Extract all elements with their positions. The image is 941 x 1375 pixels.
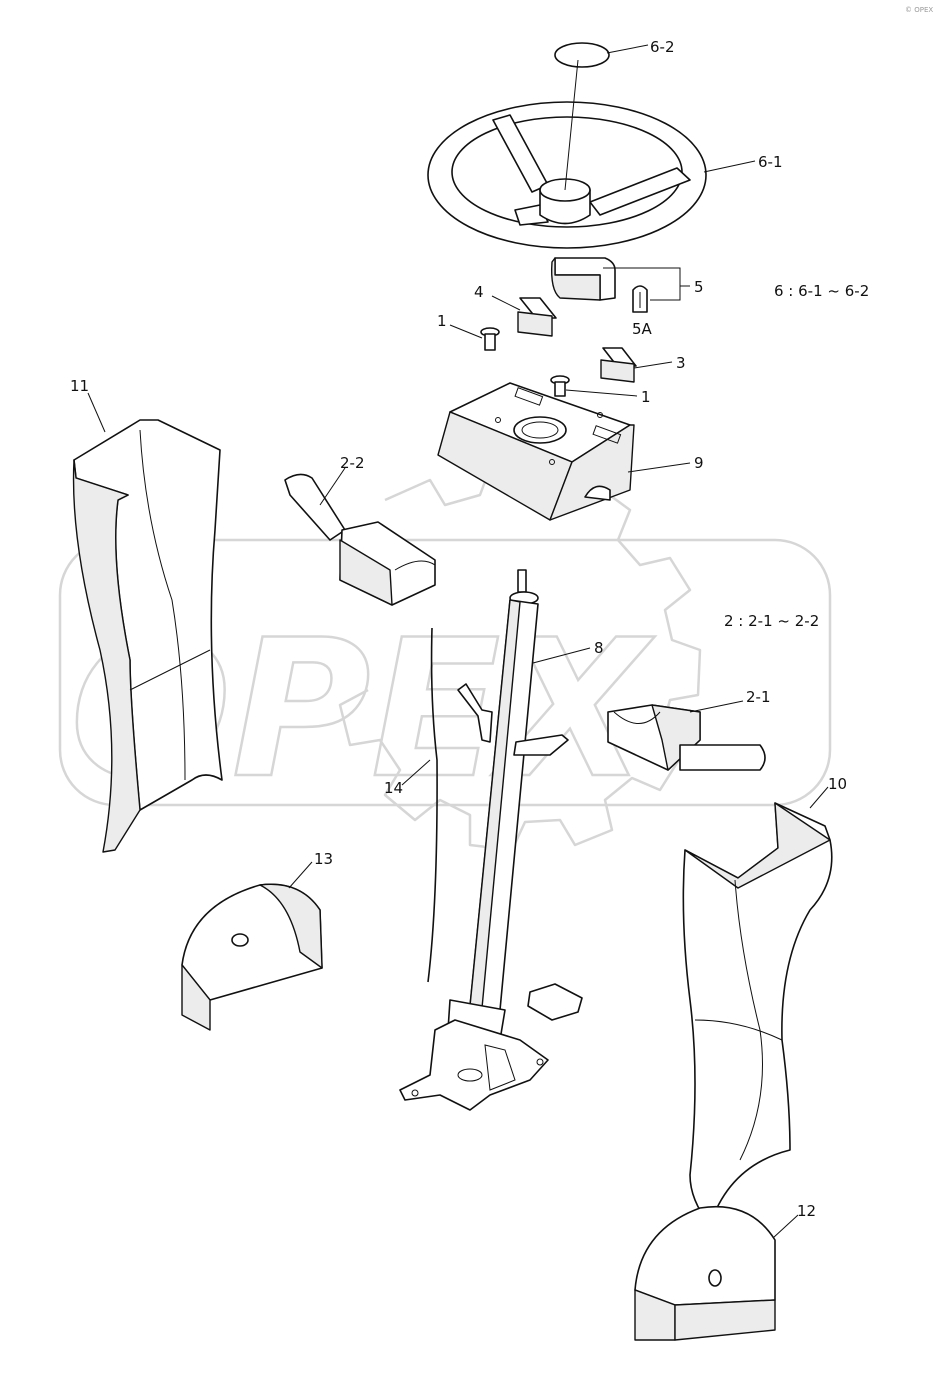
callout-10: 10 xyxy=(828,775,847,793)
callout-14: 14 xyxy=(384,779,403,797)
callout-6-2: 6-2 xyxy=(650,38,675,56)
leader-lines xyxy=(87,44,829,1239)
part-10-column-cover-right xyxy=(682,802,833,1226)
callout-2-1: 2-1 xyxy=(746,688,771,706)
callout-6-1: 6-1 xyxy=(758,153,783,171)
part-5-indicator-lens xyxy=(550,257,616,301)
note-set-2: 2 : 2-1 ~ 2-2 xyxy=(724,612,819,630)
callout-8: 8 xyxy=(594,639,604,657)
part-1-screw-right xyxy=(550,375,570,397)
part-13-pedal-cover xyxy=(181,883,323,1031)
callout-2-2: 2-2 xyxy=(340,454,365,472)
note-set-6: 6 : 6-1 ~ 6-2 xyxy=(774,282,869,300)
part-6-1-steering-wheel xyxy=(427,59,707,249)
part-12-base-cover xyxy=(634,1205,776,1341)
part-6-2-horn-cap xyxy=(554,42,610,68)
callout-12: 12 xyxy=(797,1202,816,1220)
part-rubber-pad xyxy=(527,983,583,1021)
part-8-steering-column xyxy=(399,569,569,1111)
corner-mark: © OPEX xyxy=(905,6,933,14)
callout-1-left: 1 xyxy=(437,312,447,330)
callout-9: 9 xyxy=(694,454,704,472)
callout-5: 5 xyxy=(694,278,704,296)
callout-labels: 6-2 6-1 5 5A 4 1 3 1 9 11 2-2 8 2-1 14 1… xyxy=(70,38,847,1220)
callout-5a: 5A xyxy=(632,320,653,338)
part-9-dashboard-cover xyxy=(437,382,635,521)
assembly-notes: 6 : 6-1 ~ 6-2 2 : 2-1 ~ 2-2 xyxy=(724,282,869,630)
part-5a-bulb xyxy=(632,285,648,313)
part-4-switch xyxy=(517,297,557,337)
part-3-switch xyxy=(600,347,637,383)
callout-13: 13 xyxy=(314,850,333,868)
part-11-column-cover-left xyxy=(72,419,223,853)
part-14-cable xyxy=(427,627,438,983)
callout-11: 11 xyxy=(70,377,89,395)
callout-4: 4 xyxy=(474,283,484,301)
callout-3: 3 xyxy=(676,354,686,372)
part-1-screw-left xyxy=(480,327,500,351)
part-2-2-lever xyxy=(284,473,436,606)
callout-1-right: 1 xyxy=(641,388,651,406)
part-2-1-lever xyxy=(607,704,766,771)
